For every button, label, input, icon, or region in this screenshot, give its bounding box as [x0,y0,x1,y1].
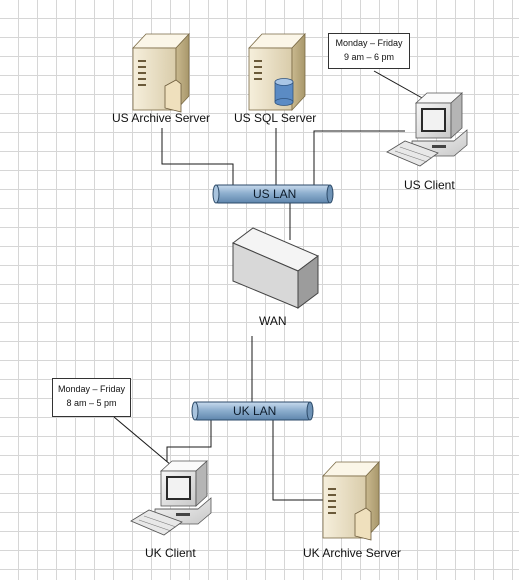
database-icon [274,78,294,106]
us-lan-label: US LAN [253,187,297,201]
uk-note-hours: 8 am – 5 pm [66,398,117,408]
us-archive-server-icon[interactable] [132,32,190,113]
us-sql-server-icon[interactable] [248,32,306,112]
link-us-archive-to-us-lan [161,128,234,186]
wan-icon[interactable] [232,227,319,309]
us-client-icon[interactable] [386,92,468,167]
us-archive-server-label: US Archive Server [112,111,211,125]
uk-client-label: UK Client [145,546,196,560]
link-us-client-to-us-lan [313,130,405,186]
uk-lan-bar[interactable] [191,401,314,421]
keyboard-icon [386,140,439,167]
us-client-label: US Client [404,178,455,192]
keyboard-icon [130,509,183,536]
uk-lan-label: UK LAN [233,404,277,418]
connectors [113,70,425,501]
link-uk-lan-to-uk-archive [272,418,325,501]
uk-archive-server-label: UK Archive Server [303,546,402,560]
uk-note-days: Monday – Friday [57,384,126,394]
uk-client-icon[interactable] [130,460,212,536]
link-uk-lan-to-uk-client [166,418,212,462]
us-lan-bar[interactable] [212,184,334,204]
us-note-days: Monday – Friday [335,38,403,48]
note-uk-callout-line [113,416,172,466]
us-sql-server-label: US SQL Server [234,111,317,125]
us-note-hours: 9 am – 6 pm [343,52,395,62]
us-business-hours-note: Monday – Friday 9 am – 6 pm [328,33,410,69]
note-us-callout-line [373,70,425,100]
uk-archive-server-icon[interactable] [322,460,380,541]
wan-label: WAN [259,314,287,328]
uk-business-hours-note: Monday – Friday 8 am – 5 pm [52,378,131,417]
